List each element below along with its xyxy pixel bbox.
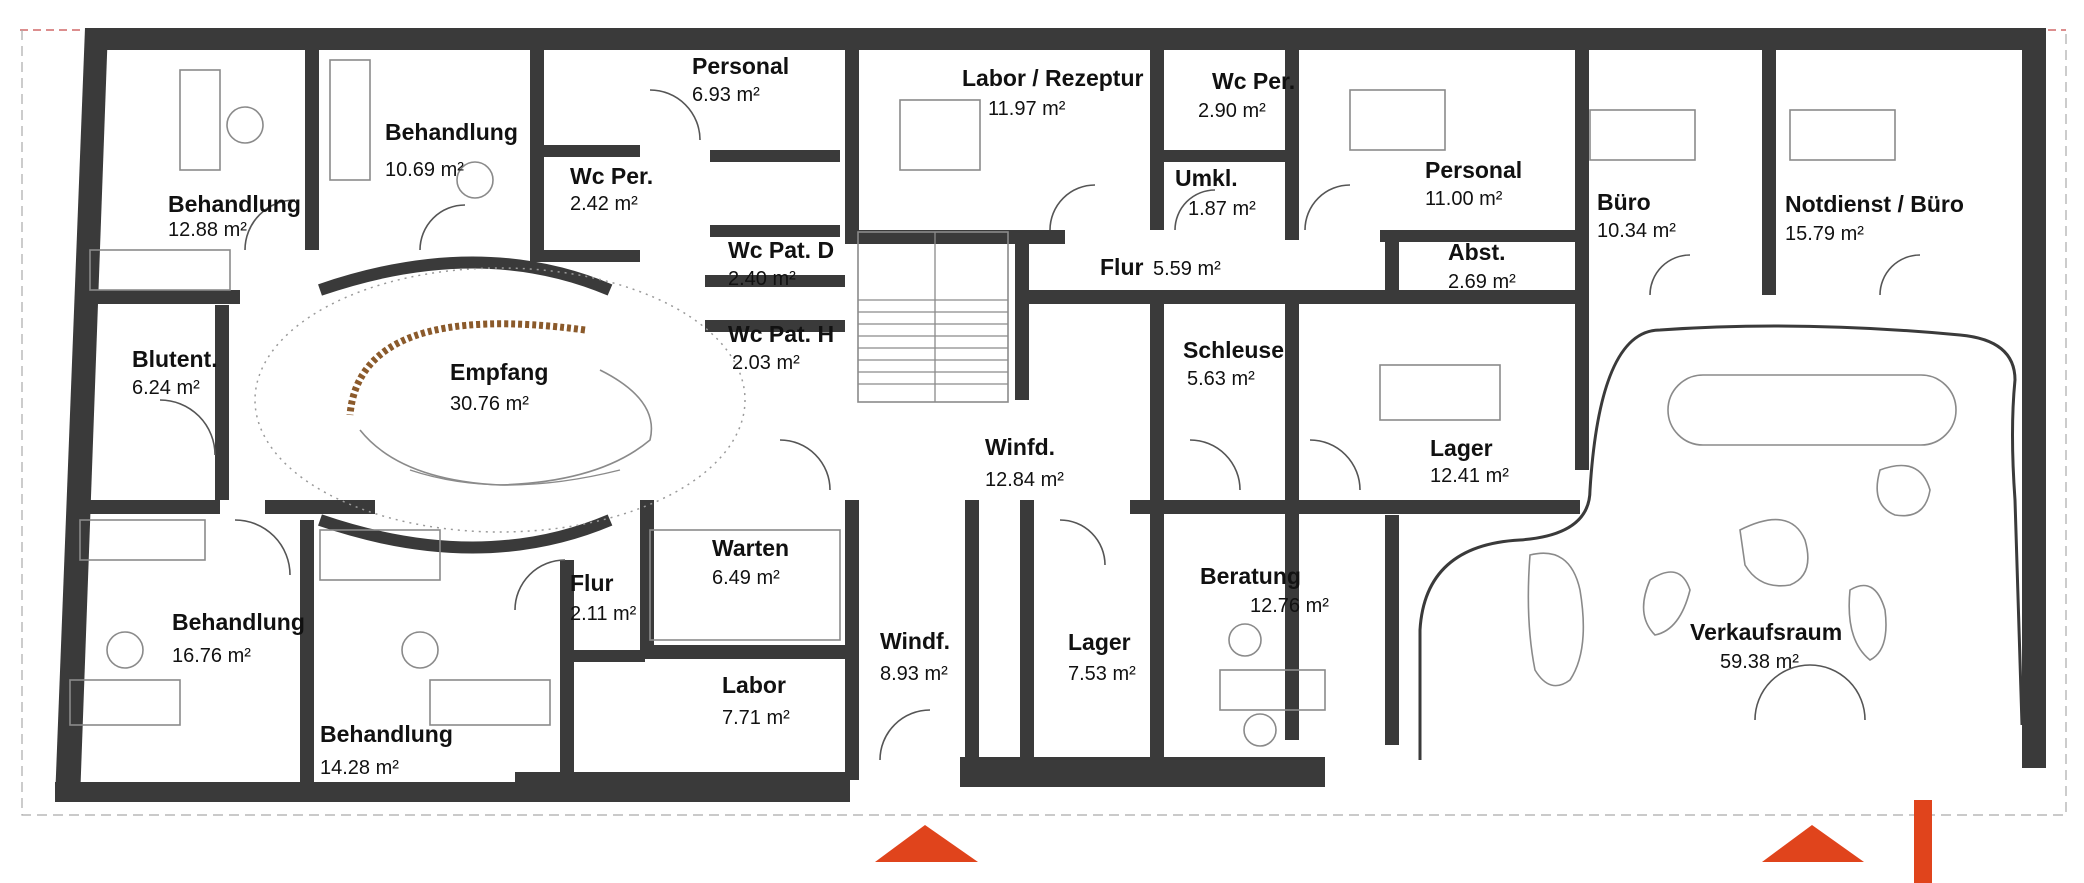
entrance-arrow-left: [875, 825, 978, 862]
room-winfd-area: 12.84 m²: [985, 469, 1064, 491]
room-beratung-area: 12.76 m²: [1250, 595, 1329, 617]
room-labor-rezeptur-name: Labor / Rezeptur: [962, 65, 1144, 91]
room-verkaufsraum-area: 59.38 m²: [1720, 651, 1799, 673]
room-abst-area: 2.69 m²: [1448, 271, 1516, 293]
room-wc-pat-h-area: 2.03 m²: [732, 352, 800, 374]
room-behandlung-1-area: 12.88 m²: [168, 219, 247, 241]
staircase: [857, 231, 1009, 403]
room-wc-per-1-area: 2.42 m²: [570, 193, 638, 215]
room-umkl-name: Umkl.: [1175, 165, 1238, 191]
room-empfang-area: 30.76 m²: [450, 393, 529, 415]
room-schleuse-area: 5.63 m²: [1187, 368, 1255, 390]
room-windf-name: Windf.: [880, 628, 950, 654]
room-behandlung-2-area: 10.69 m²: [385, 159, 464, 181]
room-winfd-name: Winfd.: [985, 434, 1055, 460]
room-warten-area: 6.49 m²: [712, 567, 780, 589]
room-wc-pat-h-name: Wc Pat. H: [728, 321, 834, 347]
room-buero-name: Büro: [1597, 189, 1651, 215]
room-labor-area: 7.71 m²: [722, 707, 790, 729]
room-wc-per-1-name: Wc Per.: [570, 163, 653, 189]
walls: [55, 28, 2046, 802]
room-behandlung-3-area: 16.76 m²: [172, 645, 251, 667]
entrance-markers: [875, 800, 1932, 883]
room-notdienst-buero-area: 15.79 m²: [1785, 223, 1864, 245]
room-personal-2-area: 11.00 m²: [1425, 188, 1503, 210]
room-windf-area: 8.93 m²: [880, 663, 948, 685]
room-lager-2-area: 7.53 m²: [1068, 663, 1136, 685]
room-wc-pat-d-area: 2.40 m²: [728, 268, 796, 290]
room-labor-name: Labor: [722, 672, 786, 698]
room-schleuse-name: Schleuse: [1183, 337, 1284, 363]
room-lager-1-name: Lager: [1430, 435, 1493, 461]
room-personal-1-area: 6.93 m²: [692, 84, 760, 106]
sales-counter-outline: [1418, 324, 2024, 760]
room-empfang-name: Empfang: [450, 359, 548, 385]
room-wc-pat-d-name: Wc Pat. D: [728, 237, 834, 263]
doors: [159, 89, 1921, 761]
room-labor-rezeptur-area: 11.97 m²: [988, 98, 1066, 120]
room-flur-2-area: 2.11 m²: [570, 603, 637, 625]
room-notdienst-buero-name: Notdienst / Büro: [1785, 191, 1964, 217]
room-flur-1-name: Flur: [1100, 254, 1143, 280]
room-personal-2-name: Personal: [1425, 157, 1522, 183]
room-behandlung-1-name: Behandlung: [168, 191, 301, 217]
room-behandlung-2-name: Behandlung: [385, 119, 518, 145]
room-wc-per-2-area: 2.90 m²: [1198, 100, 1266, 122]
reception-curved-walls: [254, 256, 746, 554]
room-labels: Behandlung 12.88 m² Behandlung 10.69 m² …: [132, 53, 1964, 779]
room-verkaufsraum-name: Verkaufsraum: [1690, 619, 1842, 645]
room-warten-name: Warten: [712, 535, 789, 561]
room-beratung-name: Beratung: [1200, 563, 1301, 589]
room-buero-area: 10.34 m²: [1597, 220, 1676, 242]
room-personal-1-name: Personal: [692, 53, 789, 79]
room-blutent-area: 6.24 m²: [132, 377, 200, 399]
entrance-arrow-right: [1762, 825, 1864, 862]
room-abst-name: Abst.: [1448, 239, 1506, 265]
room-blutent-name: Blutent.: [132, 346, 218, 372]
room-flur-2-name: Flur: [570, 570, 613, 596]
room-lager-2-name: Lager: [1068, 629, 1131, 655]
room-behandlung-3-name: Behandlung: [172, 609, 305, 635]
room-behandlung-4-area: 14.28 m²: [320, 757, 399, 779]
room-umkl-area: 1.87 m²: [1188, 198, 1256, 220]
furniture: [69, 59, 1896, 747]
reception-counter: [346, 320, 653, 486]
room-behandlung-4-name: Behandlung: [320, 721, 453, 747]
room-lager-1-area: 12.41 m²: [1430, 465, 1509, 487]
entrance-bar: [1914, 800, 1932, 883]
room-wc-per-2-name: Wc Per.: [1212, 68, 1295, 94]
room-flur-1-area: 5.59 m²: [1153, 258, 1221, 280]
